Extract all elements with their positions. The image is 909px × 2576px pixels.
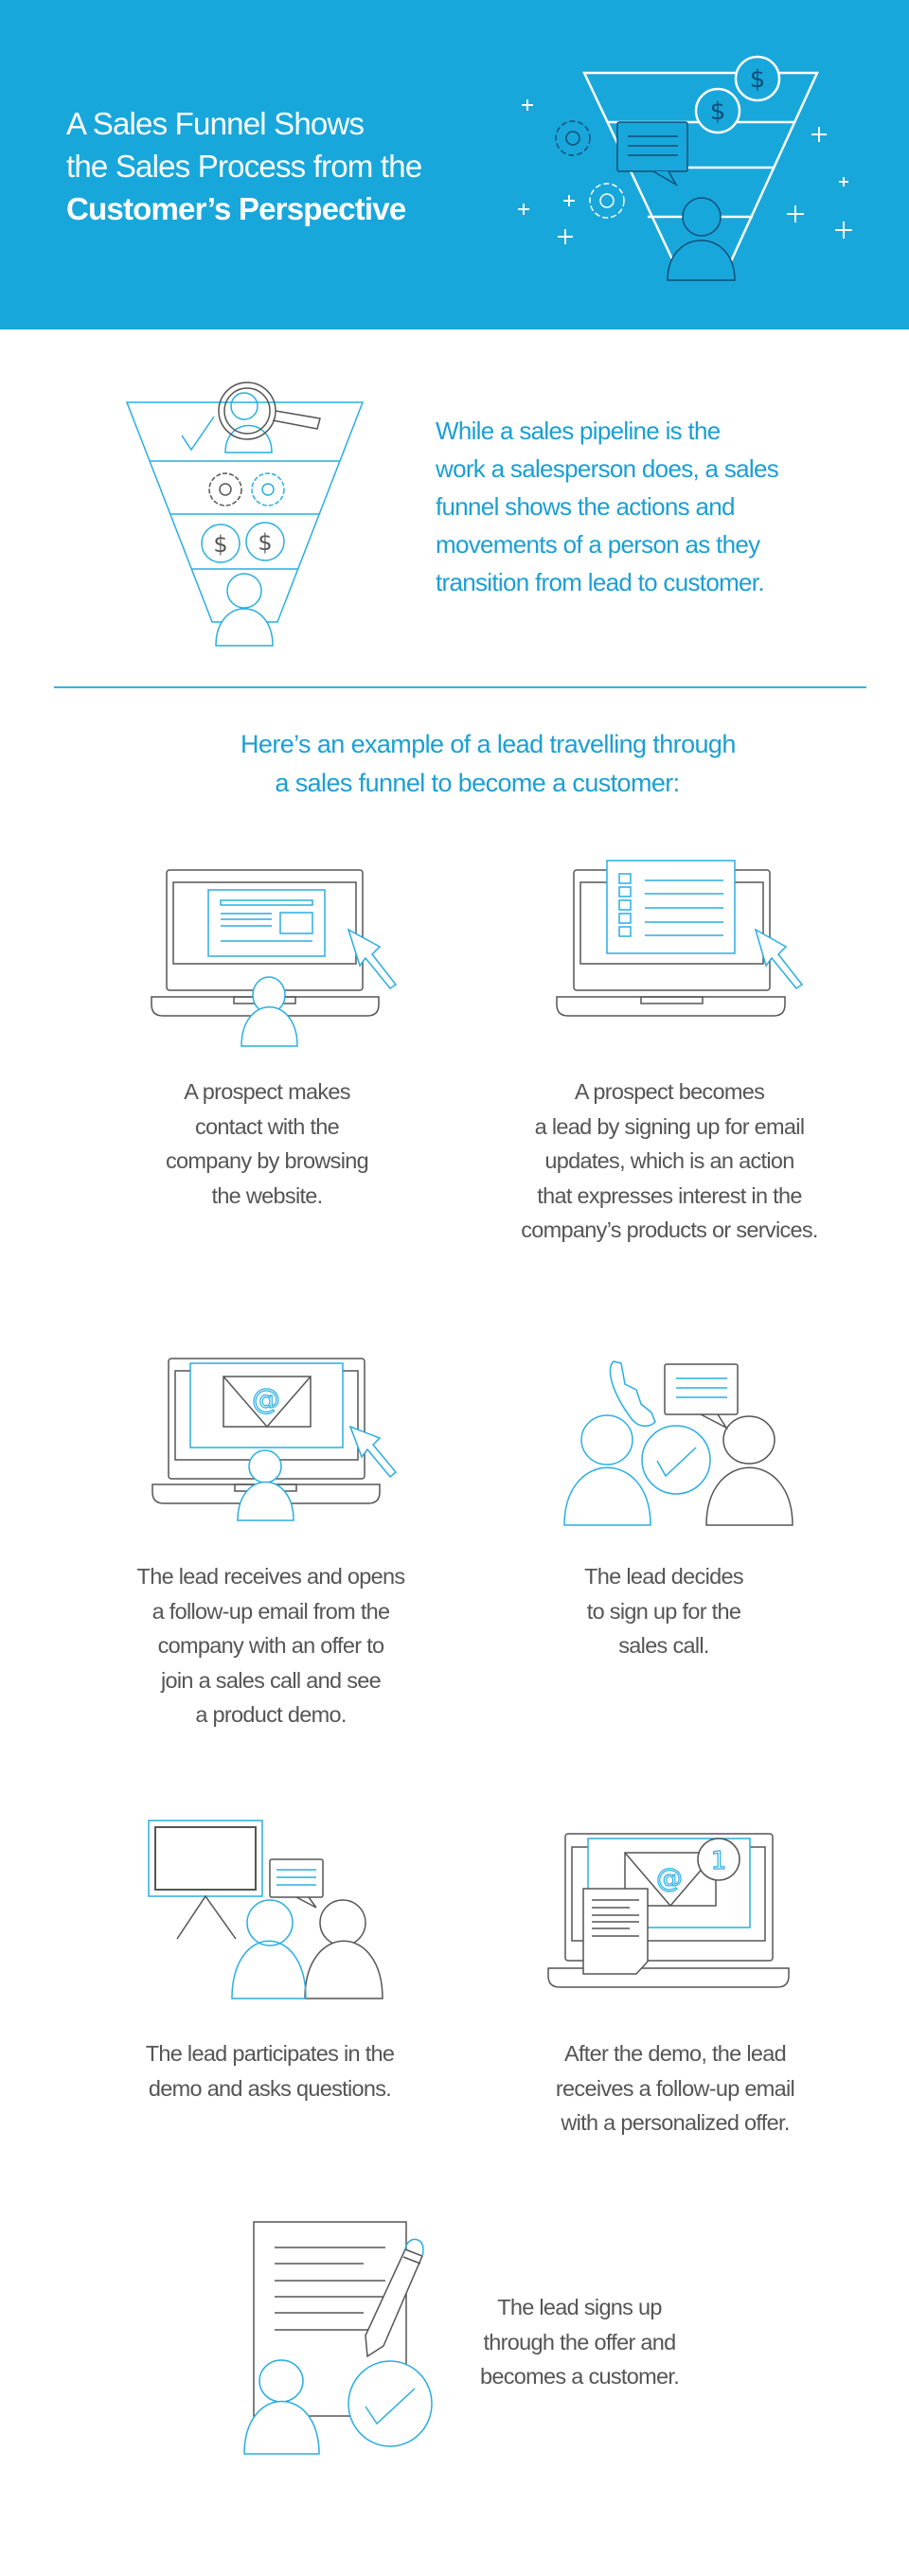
- step-line: to sign up for the: [586, 1598, 741, 1624]
- step-line: The lead decides: [584, 1564, 743, 1589]
- laptop-email-icon: @: [152, 1358, 398, 1521]
- step-line: through the offer and: [483, 2329, 676, 2354]
- step-5-text: The lead participates in the demo and as…: [71, 2036, 469, 2105]
- section-heading: Here’s an example of a lead travelling t…: [241, 725, 736, 803]
- intro-funnel-icon: $ $: [125, 382, 365, 647]
- step-line: updates, which is an action: [544, 1148, 794, 1173]
- step-line: becomes a customer.: [479, 2364, 680, 2389]
- notification-badge: 1: [711, 1847, 727, 1875]
- step-6-text: After the demo, the lead receives a foll…: [476, 2036, 874, 2141]
- phone-call-people-icon: [563, 1360, 793, 1526]
- intro-line: work a salesperson does, a sales: [436, 454, 779, 483]
- intro-line: funnel shows the actions and: [436, 492, 735, 521]
- step-3-text: The lead receives and opens a follow-up …: [72, 1559, 470, 1732]
- step-line: The lead participates in the: [145, 2041, 395, 2066]
- step-2-text: A prospect becomes a lead by signing up …: [471, 1075, 868, 1248]
- signed-contract-icon: [243, 2221, 433, 2455]
- intro-line: transition from lead to customer.: [436, 568, 765, 596]
- step-line: the website.: [211, 1182, 323, 1208]
- step-line: A prospect makes: [184, 1079, 350, 1104]
- svg-text:$: $: [750, 65, 766, 94]
- page-title: A Sales Funnel Shows the Sales Process f…: [66, 102, 422, 230]
- laptop-email-notification-icon: @ 1: [547, 1833, 790, 1988]
- step-line: with a personalized offer.: [561, 2110, 790, 2135]
- svg-text:$: $: [258, 529, 272, 556]
- step-1-text: A prospect makes contact with the compan…: [68, 1075, 466, 1213]
- step-7-text: The lead signs up through the offer and …: [381, 2290, 778, 2394]
- step-line: a product demo.: [195, 1702, 347, 1727]
- step-line: contact with the: [194, 1113, 340, 1139]
- heading-line: Here’s an example of a lead travelling t…: [241, 730, 736, 758]
- title-line-2: the Sales Process from the: [66, 149, 422, 184]
- intro-line: movements of a person as they: [436, 530, 760, 559]
- laptop-browsing-icon: [151, 869, 398, 1047]
- step-line: a follow-up email from the: [152, 1598, 391, 1624]
- presentation-icon: [148, 1820, 383, 1999]
- step-line: After the demo, the lead: [563, 2041, 787, 2066]
- laptop-signup-form-icon: [556, 860, 804, 1017]
- intro-line: While a sales pipeline is the: [436, 417, 721, 445]
- title-line-bold: Customer’s Perspective: [66, 191, 406, 226]
- step-line: a lead by signing up for email: [534, 1113, 805, 1139]
- step-line: sales call.: [618, 1633, 709, 1658]
- svg-text:$: $: [710, 98, 726, 126]
- step-line: company by browsing: [166, 1148, 369, 1173]
- step-line: receives a follow-up email: [555, 2075, 795, 2101]
- step-line: company’s products or services.: [521, 1217, 818, 1242]
- step-4-text: The lead decides to sign up for the sale…: [465, 1559, 863, 1663]
- step-line: that expresses interest in the: [537, 1182, 802, 1208]
- svg-text:$: $: [213, 531, 227, 558]
- step-line: The lead receives and opens: [136, 1564, 406, 1589]
- step-line: join a sales call and see: [160, 1667, 382, 1693]
- svg-text:@: @: [656, 1862, 683, 1893]
- intro-text: While a sales pipeline is the work a sal…: [436, 412, 779, 601]
- step-line: The lead signs up: [497, 2295, 662, 2319]
- step-line: company with an offer to: [157, 1633, 385, 1658]
- title-line-1: A Sales Funnel Shows: [66, 106, 365, 141]
- header-funnel-icon: $ $: [518, 55, 852, 281]
- svg-text:@: @: [252, 1383, 280, 1416]
- header-banner: A Sales Funnel Shows the Sales Process f…: [0, 0, 909, 329]
- step-line: A prospect becomes: [574, 1079, 765, 1104]
- step-line: demo and asks questions.: [148, 2075, 392, 2101]
- heading-line: a sales funnel to become a customer:: [275, 769, 680, 797]
- section-divider: [54, 686, 866, 688]
